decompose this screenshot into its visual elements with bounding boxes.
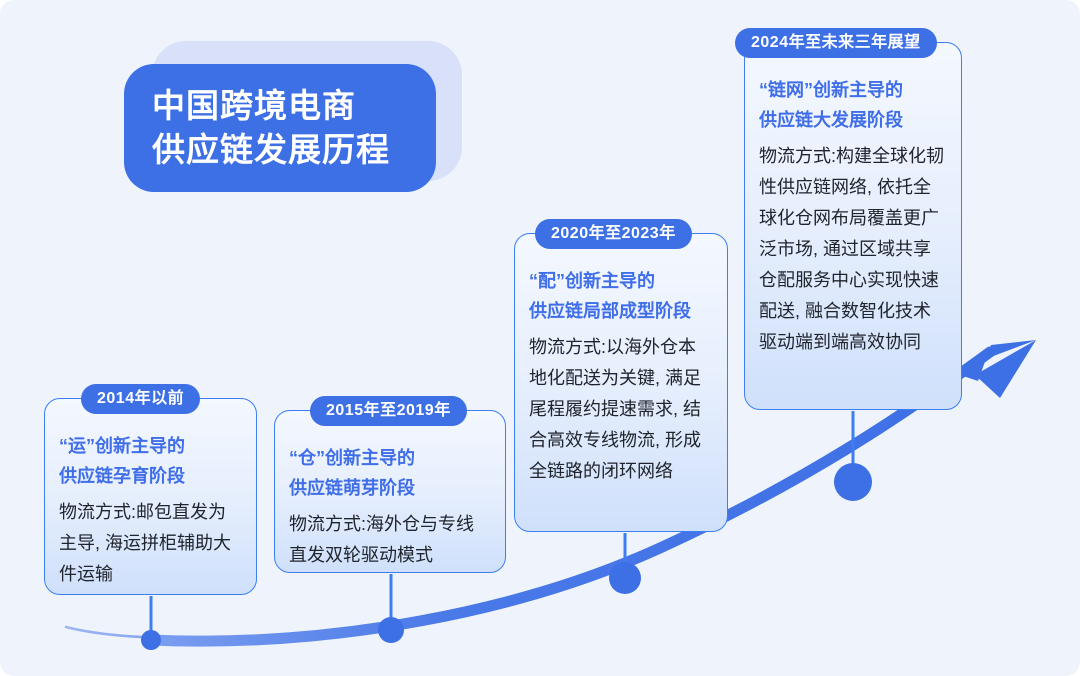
page-title-line-2: 供应链发展历程: [152, 131, 390, 168]
stage-body-4: 物流方式:构建全球化韧性供应链网络, 依托全球化仓网布局覆盖更广泛市场, 通过区…: [759, 146, 944, 352]
stage-badge-1: 2014年以前: [81, 384, 201, 414]
timeline-dot-4[interactable]: [834, 463, 872, 501]
stage-heading-4-line-1: “链网”创新主导的: [759, 80, 903, 100]
stage-body-1: 物流方式:邮包直发为主导, 海运拼柜辅助大件运输: [59, 502, 232, 584]
stage-card-3[interactable]: 2020年至2023年 “配”创新主导的 供应链局部成型阶段 物流方式:以海外仓…: [514, 219, 728, 532]
stage-heading-2-line-2: 供应链萌芽阶段: [289, 478, 415, 498]
stage-card-2[interactable]: 2015年至2019年 “仓”创新主导的 供应链萌芽阶段 物流方式:海外仓与专线…: [274, 396, 506, 573]
arrow-head-stroke: [975, 340, 1036, 398]
stage-badge-4: 2024年至未来三年展望: [735, 28, 937, 58]
stage-heading-4-line-2: 供应链大发展阶段: [759, 110, 903, 130]
stage-heading-4: “链网”创新主导的 供应链大发展阶段: [759, 75, 947, 135]
stage-heading-3-line-2: 供应链局部成型阶段: [529, 301, 691, 321]
stage-body-2: 物流方式:海外仓与专线直发双轮驱动模式: [289, 514, 474, 565]
stage-badge-3: 2020年至2023年: [535, 219, 692, 249]
stage-heading-2-line-1: “仓”创新主导的: [289, 448, 415, 468]
stage-heading-2: “仓”创新主导的 供应链萌芽阶段: [289, 443, 491, 503]
timeline-dot-1[interactable]: [141, 630, 161, 650]
stage-card-4[interactable]: 2024年至未来三年展望 “链网”创新主导的 供应链大发展阶段 物流方式:构建全…: [735, 28, 962, 410]
curve-segment-main: [144, 346, 996, 647]
stage-body-3: 物流方式:以海外仓本地化配送为关键, 满足尾程履约提速需求, 结合高效专线物流,…: [529, 337, 702, 481]
timeline-dot-3[interactable]: [609, 562, 641, 594]
stage-card-1[interactable]: 2014年以前 “运”创新主导的 供应链孕育阶段 物流方式:邮包直发为主导, 海…: [44, 384, 257, 595]
stage-heading-1-line-2: 供应链孕育阶段: [59, 466, 185, 486]
page-title-line-1: 中国跨境电商: [152, 87, 356, 124]
arrow-head-icon: [951, 340, 1036, 381]
stage-heading-3-line-1: “配”创新主导的: [529, 271, 655, 291]
page-title: 中国跨境电商 供应链发展历程: [124, 64, 436, 192]
stage-badge-2: 2015年至2019年: [310, 396, 467, 426]
timeline-dot-2[interactable]: [378, 617, 404, 643]
stage-heading-3: “配”创新主导的 供应链局部成型阶段: [529, 266, 713, 326]
stage-heading-1-line-1: “运”创新主导的: [59, 436, 185, 456]
stage-heading-1: “运”创新主导的 供应链孕育阶段: [59, 431, 242, 491]
